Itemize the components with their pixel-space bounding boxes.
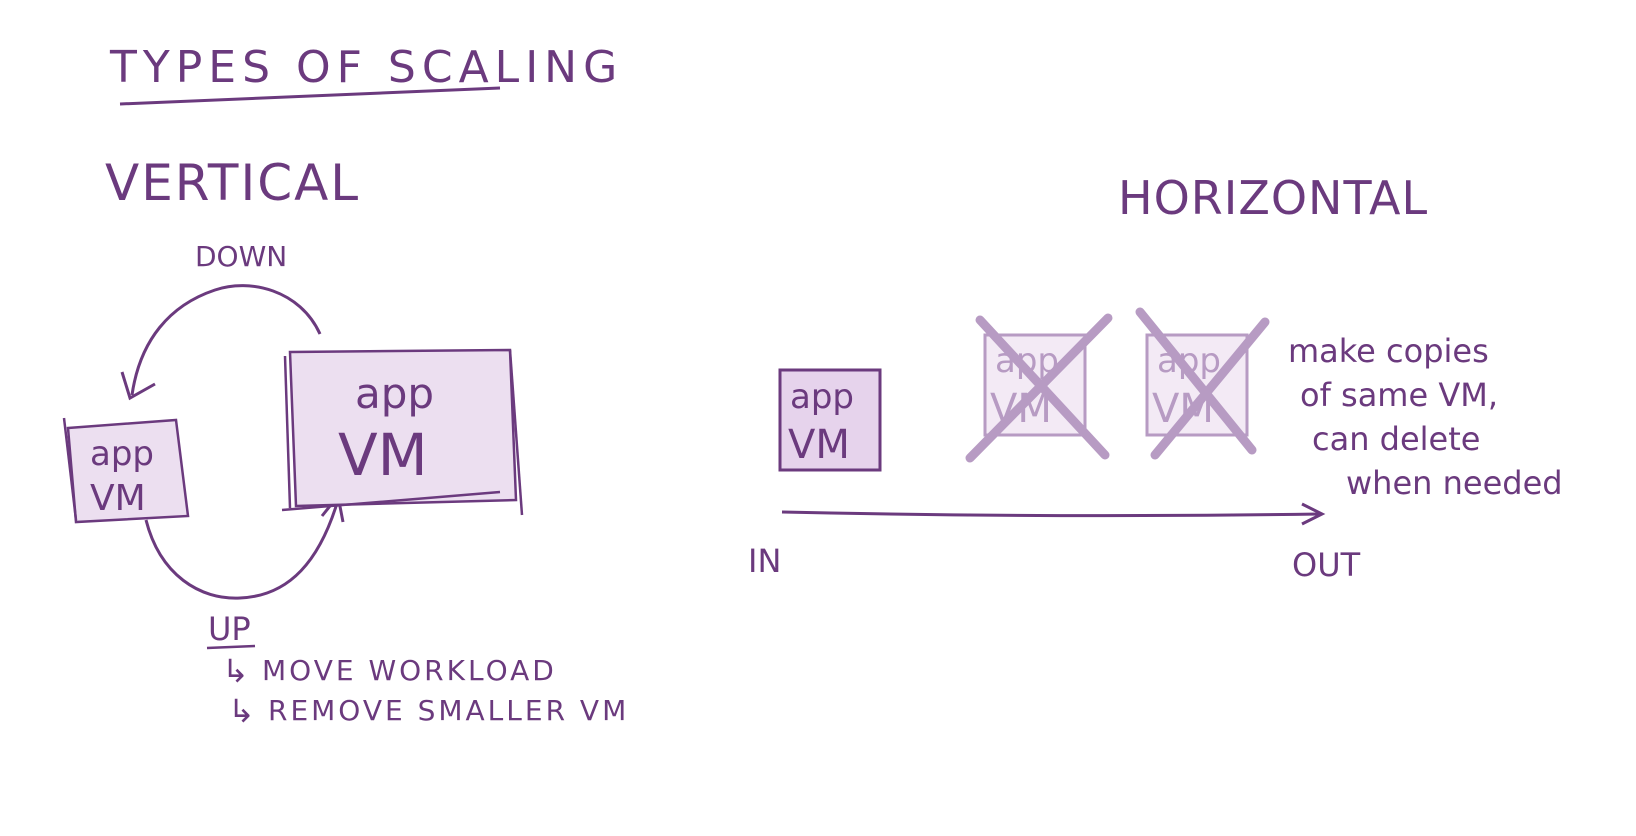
copy-2-cross-icon bbox=[1135, 307, 1270, 460]
small-vm-box: app VM bbox=[62, 417, 190, 524]
out-label: OUT bbox=[1292, 546, 1361, 584]
note-line-4: when needed bbox=[1346, 464, 1563, 502]
note-arrow: ↳ bbox=[222, 652, 249, 690]
large-box-app-label: app bbox=[355, 369, 434, 418]
scale-out-arrow bbox=[781, 510, 1321, 518]
active-vm-box: app VM bbox=[778, 368, 882, 472]
copy-1-cross-icon bbox=[965, 313, 1113, 463]
small-box-vm-label: VM bbox=[90, 478, 146, 519]
note-arrow: ↳ bbox=[228, 692, 255, 730]
note-remove-smaller-vm: REMOVE SMALLER VM bbox=[268, 694, 629, 727]
scale-down-arrowhead bbox=[120, 371, 156, 401]
vertical-notes: ↳ MOVE WORKLOAD ↳ REMOVE SMALLER VM bbox=[222, 652, 629, 730]
vm-copy-1: app VM bbox=[965, 313, 1113, 463]
horizontal-heading: HORIZONTAL bbox=[1118, 171, 1428, 225]
large-box-vm-label: VM bbox=[338, 421, 428, 489]
vm-copy-2: app VM bbox=[1135, 307, 1270, 460]
title-underline bbox=[119, 86, 501, 106]
note-line-1: make copies bbox=[1288, 332, 1489, 370]
up-label: UP bbox=[208, 610, 251, 648]
vertical-heading: VERTICAL bbox=[105, 154, 360, 212]
in-label: IN bbox=[748, 542, 781, 580]
active-box-app-label: app bbox=[790, 377, 854, 417]
up-label-underline bbox=[206, 644, 256, 650]
scale-down-arrow bbox=[130, 284, 322, 396]
note-move-workload: MOVE WORKLOAD bbox=[262, 654, 557, 687]
scale-up-arrow bbox=[144, 499, 340, 600]
scale-out-arrowhead bbox=[1301, 502, 1326, 526]
note-line-3: can delete bbox=[1312, 420, 1480, 458]
page-title: TYPES OF SCALING bbox=[109, 42, 623, 93]
note-line-2: of same VM, bbox=[1300, 376, 1498, 414]
large-vm-box: app VM bbox=[281, 348, 524, 516]
down-label: DOWN bbox=[195, 240, 287, 273]
horizontal-note: make copies of same VM, can delete when … bbox=[1288, 332, 1563, 502]
small-box-app-label: app bbox=[90, 434, 154, 474]
active-box-vm-label: VM bbox=[788, 422, 850, 468]
